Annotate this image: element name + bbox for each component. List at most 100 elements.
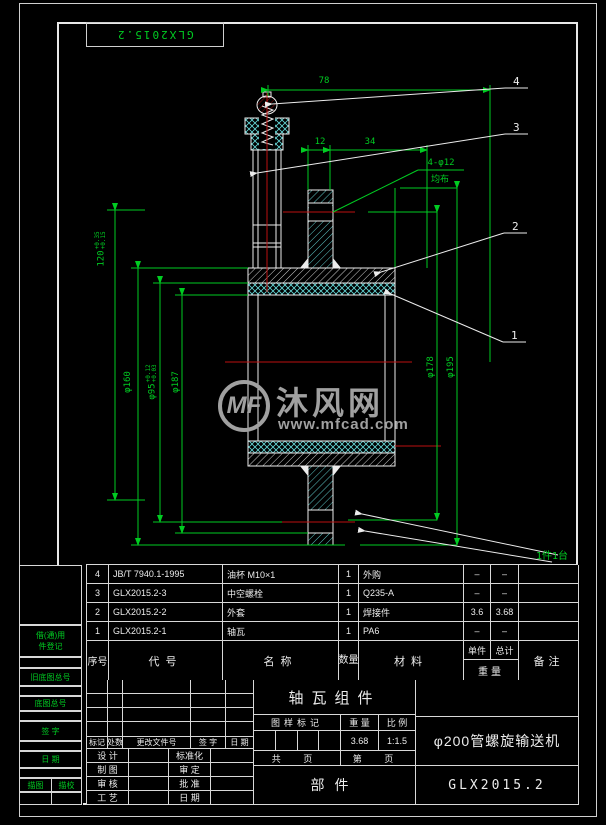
watermark: MF 沐风网 www.mfcad.com (218, 378, 418, 438)
part-material: 焊接件 (359, 603, 464, 622)
part-unit-weight: 3.6 (464, 603, 491, 622)
part-unit-weight: – (464, 622, 491, 641)
part-qty: 1 (339, 603, 359, 622)
title-block: 标记 处数 更改文件号 签 字 日 期 设 计 标准化 制 图 审 定 审 核 … (86, 680, 579, 805)
quantity-note: 1件1台 (536, 551, 569, 562)
part-material: 外购 (359, 565, 464, 584)
outer-border (19, 3, 597, 817)
scale-value: 1:1.5 (379, 731, 416, 751)
sheet-no: 第 页 (341, 751, 416, 766)
dim-phi178: φ178 (426, 356, 436, 378)
bottom-stub (307, 465, 334, 511)
header-remark: 备注 (519, 641, 579, 681)
part-name: 中空螺栓 (223, 584, 339, 603)
part-material: Q235-A (359, 584, 464, 603)
part-code: GLX2015.2-2 (109, 603, 223, 622)
margin-strip: 借(通)用件登记 旧底图总号 底图总号 签 字 日 期 描图 描校 (19, 565, 83, 805)
part-title: 轴瓦组件 (254, 680, 416, 715)
part-remark (519, 565, 579, 584)
role-check: 审 核 (87, 777, 129, 791)
dim-phi160: φ160 (123, 371, 133, 393)
watermark-brand: 沐风网 (276, 385, 385, 421)
part-no: 2 (87, 603, 109, 622)
doc-type: 部件 (254, 766, 416, 805)
part-name: 轴瓦 (223, 622, 339, 641)
role-standard: 标准化 (169, 749, 211, 763)
part-code: GLX2015.2-3 (109, 584, 223, 603)
part-total-weight: – (491, 622, 519, 641)
dim-phi95: φ95+0.12+0.03 (145, 364, 158, 400)
role-design: 设 计 (87, 749, 129, 763)
centerlines (225, 93, 441, 523)
strip-old-base-no: 旧底图总号 (19, 668, 82, 686)
role-ratify: 批 准 (169, 777, 211, 791)
project-name: φ200管螺旋输送机 (416, 717, 579, 766)
outer-sleeve-body (247, 267, 396, 546)
balloon-4: 4 (513, 75, 520, 88)
bottom-flange (247, 452, 396, 467)
header-weight: 重量 (464, 660, 519, 681)
strip-check: 描校 (51, 778, 82, 792)
part-remark (519, 622, 579, 641)
part-code: GLX2015.2-1 (109, 622, 223, 641)
rev-header-file: 更改文件号 (123, 737, 191, 749)
dimension-lines (107, 85, 491, 546)
bottom-stub-end (307, 532, 334, 546)
sheets-total: 共 页 (254, 751, 341, 766)
rev-header-mark: 标记 (87, 737, 108, 749)
header-unit: 单件 (464, 641, 491, 660)
header-name: 名称 (223, 641, 339, 681)
part-no: 4 (87, 565, 109, 584)
part-remark (519, 603, 579, 622)
part-name: 油杯 M10×1 (223, 565, 339, 584)
assembly-section-view: 4 3 2 1 (107, 75, 559, 563)
part-remark (519, 584, 579, 603)
strip-base-no: 底图总号 (19, 696, 82, 711)
rev-header-sign: 签 字 (191, 737, 226, 749)
doc-code-box: GLX2015.2 (86, 22, 224, 47)
top-rib (300, 189, 341, 269)
strip-trace: 描图 (19, 778, 52, 792)
bottom-bush-band (247, 440, 396, 454)
header-total: 总计 (491, 641, 519, 660)
top-bush-band (247, 282, 396, 296)
parts-list: 4 JB/T 7940.1-1995 油杯 M10×1 1 外购 – – 3 G… (86, 564, 579, 681)
part-total-weight: 3.68 (491, 603, 519, 622)
part-no: 1 (87, 622, 109, 641)
role-date: 日 期 (169, 791, 211, 805)
part-qty: 1 (339, 622, 359, 641)
part-qty: 1 (339, 565, 359, 584)
header-code: 代号 (109, 641, 223, 681)
dim-phi187: φ187 (171, 371, 181, 393)
part-total-weight: – (491, 584, 519, 603)
part-code: JB/T 7940.1-1995 (109, 565, 223, 584)
strip-loan-register: 借(通)用件登记 (19, 625, 82, 657)
dim-78: 78 (318, 76, 330, 86)
part-unit-weight: – (464, 584, 491, 603)
strip-date: 日 期 (19, 751, 82, 768)
rev-header-count: 处数 (108, 737, 123, 749)
balloon-numbers: 4 3 2 1 (511, 75, 520, 342)
top-flange (247, 267, 396, 284)
header-qty: 数量 (339, 641, 359, 681)
dim-4xphi12-note: 均布 (430, 175, 449, 185)
balloon-1: 1 (511, 329, 518, 342)
strip-sign: 签 字 (19, 721, 82, 741)
dim-phi195: φ195 (446, 356, 456, 378)
part-no: 3 (87, 584, 109, 603)
part-material: PA6 (359, 622, 464, 641)
dim-120: 120+0.35+0.15 (94, 231, 107, 267)
part-total-weight: – (491, 565, 519, 584)
header-material: 材料 (359, 641, 464, 681)
dim-12: 12 (314, 137, 326, 147)
dim-4xphi12: 4-φ12 (427, 158, 455, 168)
weight-header: 重 量 (341, 715, 379, 731)
mark-header: 图样标记 (254, 715, 341, 731)
role-draw: 制 图 (87, 763, 129, 777)
role-process: 工 艺 (87, 791, 129, 805)
dim-34: 34 (364, 137, 376, 147)
role-approve1: 审 定 (169, 763, 211, 777)
header-no: 序号 (87, 641, 109, 681)
doc-number: GLX2015.2 (416, 766, 579, 805)
